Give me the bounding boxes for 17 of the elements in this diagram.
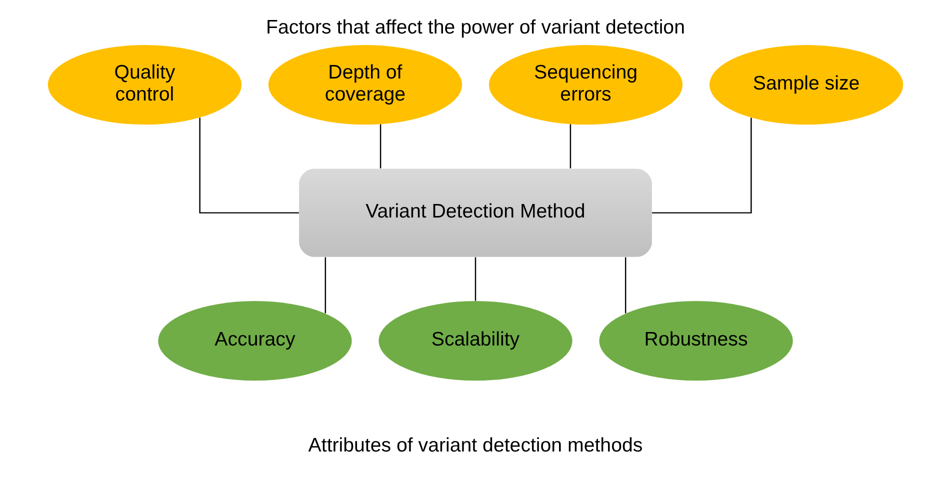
node-ellipse: Sequencing errors — [488, 44, 683, 125]
connector — [324, 257, 326, 314]
caption: Attributes of variant detection methods — [308, 434, 643, 456]
node-ellipse: Robustness — [599, 301, 793, 381]
connector — [380, 124, 382, 168]
node-ellipse: Quality control — [48, 44, 242, 125]
node-ellipse: Depth of coverage — [268, 44, 462, 125]
connector — [474, 257, 476, 301]
node-box: Variant Detection Method — [299, 168, 652, 257]
node-ellipse: Sample size — [710, 44, 904, 125]
connector — [570, 124, 572, 168]
node-ellipse: Scalability — [378, 301, 572, 381]
diagram-title: Factors that affect the power of variant detection — [266, 16, 685, 39]
connector — [199, 118, 299, 214]
connector — [624, 257, 626, 314]
node-ellipse: Accuracy — [158, 301, 352, 381]
connector — [652, 118, 752, 214]
